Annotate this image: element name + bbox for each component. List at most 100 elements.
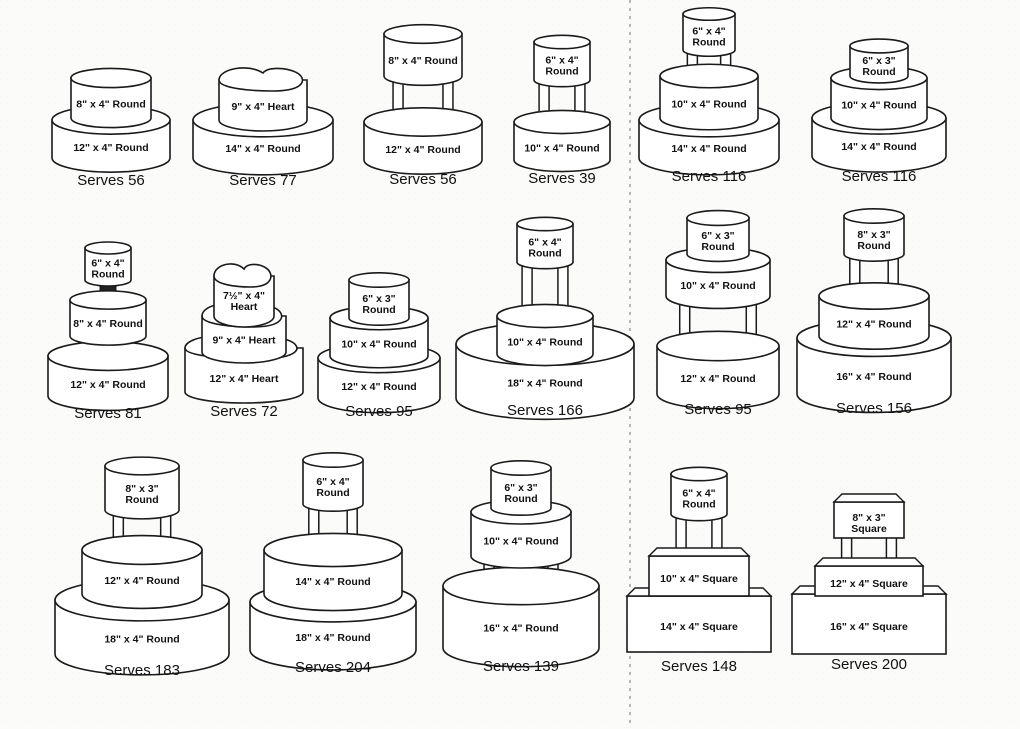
tier-label-line2: Round xyxy=(701,241,734,253)
tier-side xyxy=(513,121,611,173)
tier-label-line2: Round xyxy=(504,493,537,505)
tier-label: 10" x 4" Round xyxy=(483,536,558,548)
tier-side xyxy=(791,593,947,655)
tier-label: 12" x 4" Heart xyxy=(210,373,279,385)
tier-label: 12" x 4" Round xyxy=(836,318,911,330)
tier-side xyxy=(69,299,147,346)
tier-top xyxy=(849,38,909,54)
tier-label: 16" x 4" Round xyxy=(483,622,558,634)
tier-top xyxy=(516,216,574,232)
tier-label: 10" x 4" Round xyxy=(671,98,746,110)
tier-top xyxy=(104,456,180,476)
tier-top xyxy=(513,109,611,135)
tier-label-line2: Round xyxy=(91,268,124,280)
tier-top xyxy=(670,466,728,482)
tier-label: 8" x 3" xyxy=(852,512,885,524)
tier-side xyxy=(84,247,132,287)
tier-side xyxy=(442,585,600,668)
tier-top xyxy=(218,67,304,92)
tier-side xyxy=(383,33,463,87)
tier-side xyxy=(516,223,574,270)
serves-label: Serves 204 xyxy=(295,659,371,676)
tier-top xyxy=(363,107,483,137)
tier-label-line2: Round xyxy=(692,36,725,48)
tier-side xyxy=(814,565,924,597)
tier-top xyxy=(263,532,403,568)
tier-side xyxy=(348,279,410,326)
tier-top xyxy=(69,290,147,310)
tier-label: 10" x 4" Round xyxy=(341,338,416,350)
tier-label: 14" x 4" Round xyxy=(841,141,916,153)
tier-label: 12" x 4" Round xyxy=(104,575,179,587)
tier-side xyxy=(686,217,750,263)
serves-label: Serves 39 xyxy=(528,170,596,187)
tier-top xyxy=(490,459,552,476)
tier-label-line2: Round xyxy=(545,66,578,78)
tier-label: 10" x 4" Round xyxy=(524,142,599,154)
tier-side xyxy=(184,347,304,404)
serves-label: Serves 200 xyxy=(831,656,907,673)
tier-label-line2: Round xyxy=(857,240,890,252)
tier-label: 14" x 4" Round xyxy=(295,576,370,588)
tier-side xyxy=(70,77,152,129)
tier-label-line2: Round xyxy=(316,487,349,499)
tier-label: 18" x 4" Round xyxy=(295,632,370,644)
tier-side xyxy=(490,467,552,516)
tier-label: 8" x 4" Round xyxy=(73,318,142,330)
tier-side xyxy=(104,465,180,520)
tier-side xyxy=(665,259,771,310)
tier-label: 9" x 4" Heart xyxy=(212,335,276,347)
serves-label: Serves 81 xyxy=(74,405,142,422)
tier-label: 8" x 4" Round xyxy=(388,55,457,67)
serves-label: Serves 139 xyxy=(483,658,559,675)
tier-top xyxy=(213,263,272,288)
tier-side xyxy=(329,317,429,369)
tier-side xyxy=(670,473,728,522)
tier-label: 8" x 3" xyxy=(857,229,890,241)
tier-top xyxy=(84,241,132,255)
tier-label: 12" x 4" Round xyxy=(73,142,148,154)
tier-label-line2: Round xyxy=(862,66,895,78)
tier-side xyxy=(682,13,736,58)
tier-top xyxy=(70,67,152,89)
tier-label: 6" x 4" xyxy=(91,257,124,269)
tier-side xyxy=(213,275,275,328)
tier-label: 7½" x 4" xyxy=(223,290,265,302)
serves-label: Serves 72 xyxy=(210,403,278,420)
tier-label: 14" x 4" Square xyxy=(660,621,738,633)
tier-top xyxy=(832,493,906,503)
tier-label: 6" x 3" xyxy=(862,55,895,67)
tier-side xyxy=(796,337,952,414)
tier-side xyxy=(302,459,364,512)
tier-side xyxy=(833,501,905,539)
tier-top xyxy=(682,6,736,22)
tier-label: 6" x 4" xyxy=(528,237,561,249)
tier-label: 6" x 3" xyxy=(701,230,734,242)
tier-label: 9" x 4" Heart xyxy=(231,101,295,113)
serves-label: Serves 56 xyxy=(77,172,145,189)
tier-label-line2: Round xyxy=(682,499,715,511)
tier-label: 16" x 4" Round xyxy=(836,371,911,383)
tier-top xyxy=(533,34,591,50)
serves-label: Serves 148 xyxy=(661,658,737,675)
tier-label: 6" x 4" xyxy=(682,488,715,500)
serves-label: Serves 156 xyxy=(836,400,912,417)
tier-side xyxy=(659,75,759,131)
tier-top xyxy=(818,281,930,310)
tier-side xyxy=(81,549,203,610)
tier-label: 10" x 4" Round xyxy=(507,336,582,348)
tier-top xyxy=(442,566,600,606)
serves-label: Serves 116 xyxy=(842,168,917,185)
tier-label: 12" x 4" Round xyxy=(680,373,755,385)
tier-side xyxy=(830,77,928,131)
tier-side xyxy=(218,79,308,132)
tier-label: 12" x 4" Square xyxy=(830,578,908,590)
tier-label: 10" x 4" Round xyxy=(841,99,916,111)
tier-top xyxy=(813,557,925,567)
tier-label: 10" x 4" Square xyxy=(660,573,738,585)
tier-label: 12" x 4" Round xyxy=(385,144,460,156)
serves-label: Serves 56 xyxy=(389,171,457,188)
tier-top xyxy=(843,208,905,225)
tier-label: 10" x 4" Round xyxy=(680,280,755,292)
